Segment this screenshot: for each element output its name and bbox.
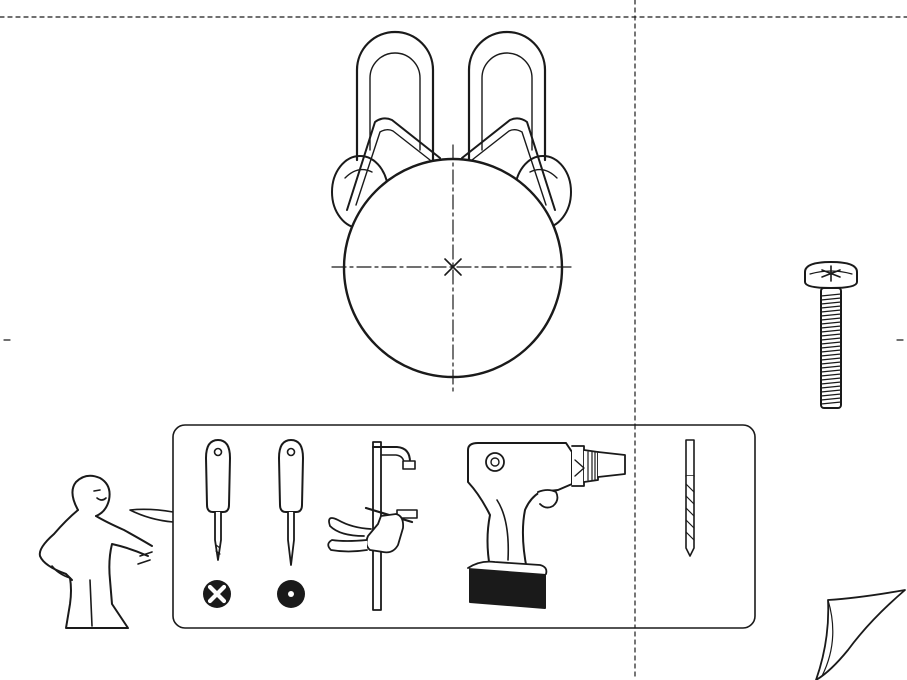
ikea-man-figure-icon [40, 476, 152, 628]
screw-icon [805, 262, 857, 408]
phillips-tip-icon [203, 580, 231, 608]
pointed-tip-icon [277, 580, 305, 608]
handle-top-view-drawing [332, 32, 575, 392]
speech-bubble-pointer-icon [130, 509, 173, 522]
tool-drill-bit [686, 440, 694, 556]
page-curl-corner [816, 590, 905, 680]
drill-bit-icon [686, 440, 694, 556]
